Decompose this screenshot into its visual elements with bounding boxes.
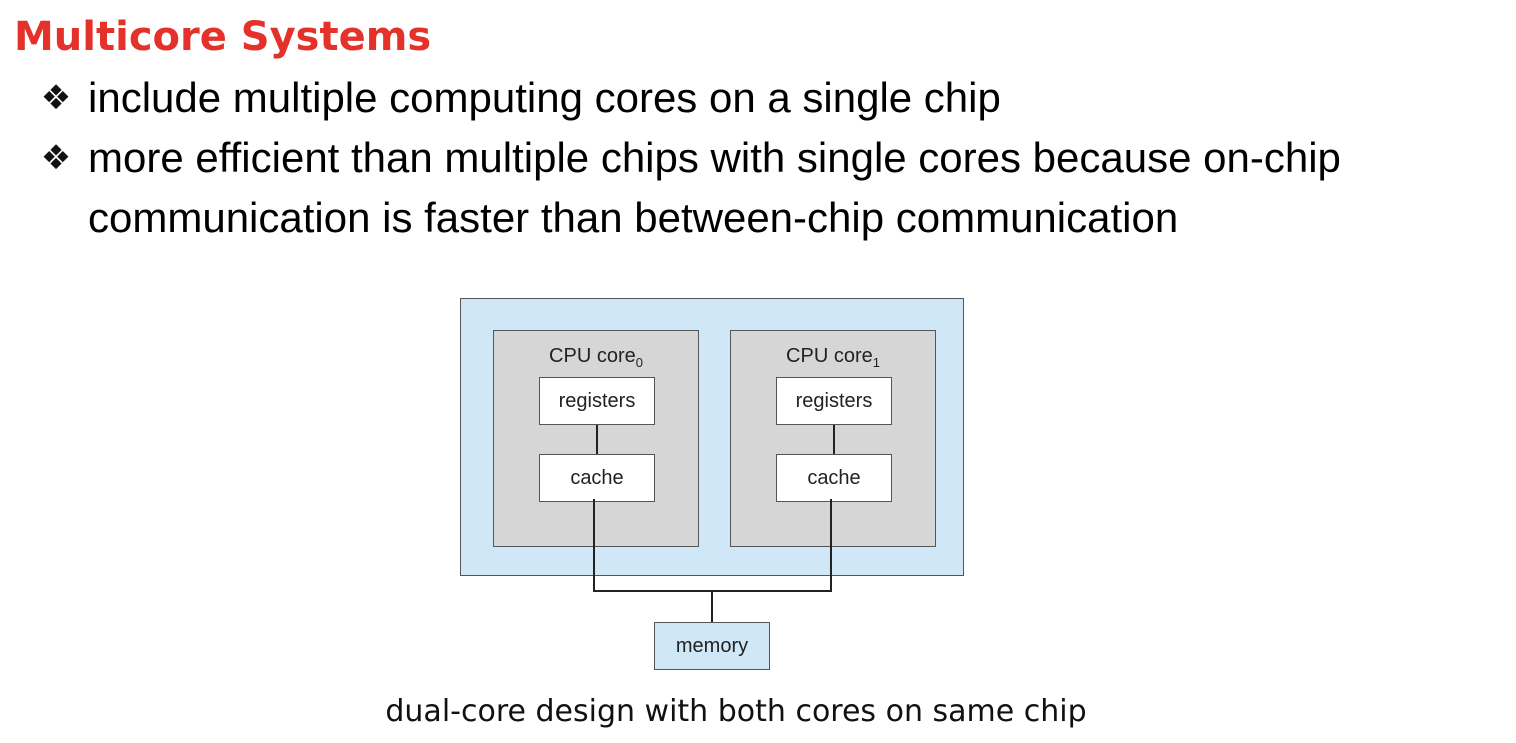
connector-line: [833, 425, 835, 454]
slide-title: Multicore Systems: [14, 14, 432, 60]
bus-line-right: [830, 499, 832, 592]
diamond-cluster-icon: ❖: [40, 139, 72, 177]
cpu-core-0: CPU core0 registers cache: [493, 330, 699, 547]
cache-box: cache: [539, 454, 655, 502]
cache-box: cache: [776, 454, 892, 502]
connector-line: [596, 425, 598, 454]
dual-core-diagram: CPU core0 registers cache CPU core1 regi…: [458, 298, 968, 673]
diamond-cluster-icon: ❖: [40, 79, 72, 117]
bullet-text: more efficient than multiple chips with …: [88, 134, 1341, 241]
diagram-caption: dual-core design with both cores on same…: [385, 694, 1087, 729]
bullet-item: ❖ more efficient than multiple chips wit…: [34, 128, 1504, 248]
bullet-text: include multiple computing cores on a si…: [88, 74, 1001, 121]
bullet-list: ❖ include multiple computing cores on a …: [34, 68, 1504, 248]
registers-box: registers: [776, 377, 892, 425]
bus-line-memory: [711, 590, 713, 622]
chip: CPU core0 registers cache CPU core1 regi…: [460, 298, 964, 576]
registers-box: registers: [539, 377, 655, 425]
bullet-item: ❖ include multiple computing cores on a …: [34, 68, 1504, 128]
cpu-core-1: CPU core1 registers cache: [730, 330, 936, 547]
core-label: CPU core1: [786, 345, 880, 370]
bus-line-left: [593, 499, 595, 592]
memory-box: memory: [654, 622, 770, 670]
core-label: CPU core0: [549, 345, 643, 370]
